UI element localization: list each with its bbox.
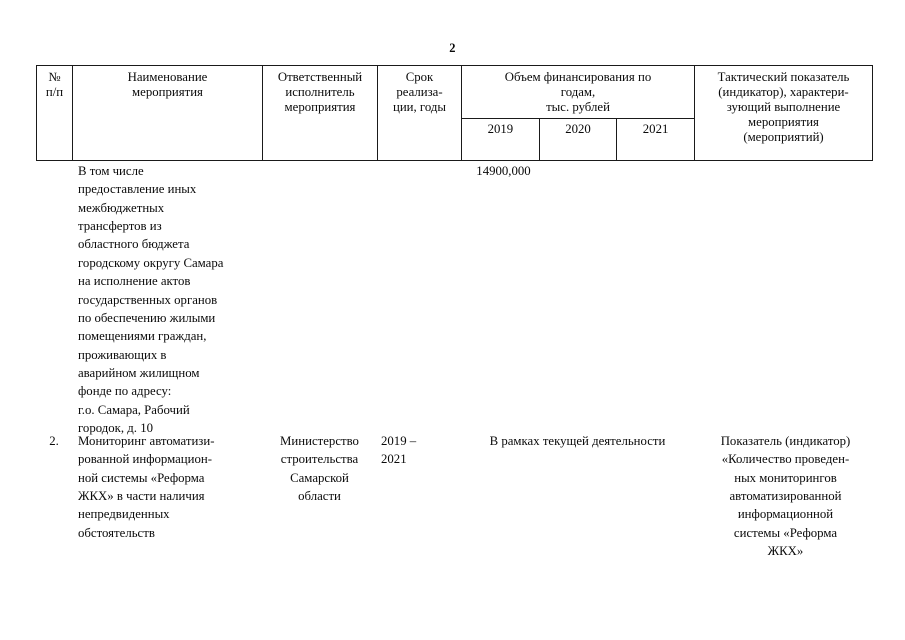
row-2-indicator-line-2: «Количество проведен-	[721, 452, 850, 467]
header-indicator-line-5: (мероприятий)	[743, 130, 824, 145]
header-executor-line-1: Ответственный	[277, 70, 363, 84]
header-number-line-2: п/п	[45, 85, 64, 100]
header-term-line-3: ции, годы	[392, 100, 446, 115]
header-financing-title: Объем финансирования по годам, тыс. рубл…	[462, 66, 694, 120]
row-1-name-line-3: межбюджетных	[78, 200, 165, 215]
header-number-line-1: №	[48, 70, 61, 84]
row-2-name-line-4: ЖКХ» в части наличия	[78, 489, 205, 504]
header-year-2020: 2020	[538, 118, 618, 161]
row-1-name-line-7: на исполнение актов	[78, 274, 191, 289]
row-2-executor-line-2: строительства	[280, 452, 359, 467]
row-2-indicator-line-4: автоматизированной	[729, 489, 842, 504]
row-1-name-line-13: фонде по адресу:	[78, 384, 172, 399]
table-header-grid: № п/п Наименование мероприятия Ответстве…	[36, 64, 873, 162]
row-2-number: 2.	[49, 434, 59, 448]
header-cell-term: Срок реализа- ции, годы	[377, 64, 462, 162]
row-1-name-line-2: предоставление иных	[78, 182, 197, 197]
header-indicator-line-3: зующий выполнение	[726, 100, 841, 115]
row-2-term-line-2: 2021	[381, 452, 407, 467]
header-name-line-2: мероприятия	[132, 85, 203, 100]
table-row: 2. Мониторинг автоматизи- рованной инфор…	[0, 426, 905, 596]
row-1-name-line-8: государственных органов	[78, 292, 218, 307]
header-indicator-line-1: Тактический показатель	[717, 70, 850, 84]
header-indicator-line-2: (индикатор), характери-	[718, 85, 849, 100]
row-2-name-line-3: ной системы «Реформа	[78, 470, 205, 485]
row-1-name-line-9: по обеспечению жилыми	[78, 310, 216, 325]
header-term-line-1: Срок	[405, 70, 434, 84]
row-2-indicator: Показатель (индикатор) «Количество прове…	[699, 432, 872, 561]
header-financing-line-1: Объем финансирования по	[504, 70, 652, 84]
row-2-name-line-5: непредвиденных	[78, 507, 170, 522]
row-1-name-line-15: городок, д. 10	[78, 421, 153, 436]
row-2-term: 2019 – 2021	[381, 432, 457, 469]
financing-subtable: Объем финансирования по годам, тыс. рубл…	[462, 66, 694, 161]
table-row: В том числе предоставление иных межбюдже…	[0, 158, 905, 435]
row-2-name-line-2: рованной информацион-	[78, 452, 212, 467]
row-2-indicator-line-6: системы «Реформа	[733, 525, 838, 540]
header-cell-number: № п/п	[36, 64, 73, 162]
row-2-indicator-line-7: ЖКХ»	[767, 544, 804, 559]
header-financing-line-2: годам,	[560, 85, 596, 100]
row-1-name-line-14: г.о. Самара, Рабочий	[78, 402, 190, 417]
row-2-name-line-6: обстоятельств	[78, 525, 155, 540]
row-1-name-line-10: помещениями граждан,	[78, 329, 207, 344]
header-executor-line-3: мероприятия	[284, 100, 356, 115]
table-body: В том числе предоставление иных межбюдже…	[0, 158, 905, 596]
row-2-financing-note: В рамках текущей деятельности	[489, 434, 666, 448]
header-cell-indicator: Тактический показатель (индикатор), хара…	[694, 64, 873, 162]
row-1-name-line-5: областного бюджета	[78, 237, 190, 252]
row-2-executor: Министерство строительства Самарской обл…	[263, 432, 376, 505]
row-1-name-line-6: городскому округу Самара	[78, 255, 224, 270]
header-financing-line-3: тыс. рублей	[546, 100, 610, 115]
row-2-indicator-line-3: ных мониторингов	[734, 470, 837, 485]
row-2-executor-line-1: Министерство	[280, 434, 359, 448]
row-1-name-line-1: В том числе	[78, 164, 144, 178]
row-1-name-line-12: аварийном жилищном	[78, 365, 200, 380]
header-year-2019: 2019	[462, 118, 540, 161]
row-2-term-line-1: 2019 –	[381, 434, 417, 448]
row-2-name-line-1: Мониторинг автоматизи-	[78, 434, 215, 448]
row-2-executor-line-4: области	[298, 489, 341, 504]
row-2-name: Мониторинг автоматизи- рованной информац…	[78, 432, 260, 542]
row-1-financing-2019: 14900,000	[476, 164, 531, 178]
row-2-executor-line-3: Самарской	[290, 470, 349, 485]
header-indicator-line-4: мероприятия	[748, 115, 819, 130]
header-executor-line-2: исполнитель	[285, 85, 355, 100]
row-1-name: В том числе предоставление иных межбюдже…	[78, 162, 260, 437]
document-table: № п/п Наименование мероприятия Ответстве…	[36, 64, 873, 162]
row-2-indicator-line-1: Показатель (индикатор)	[720, 434, 851, 448]
row-2-indicator-line-5: информационной	[737, 507, 834, 522]
page-number: 2	[449, 41, 456, 55]
row-1-name-line-11: проживающих в	[78, 347, 167, 362]
header-cell-executor: Ответственный исполнитель мероприятия	[262, 64, 378, 162]
row-1-name-line-4: трансфертов из	[78, 219, 162, 234]
header-year-2021: 2021	[616, 118, 694, 161]
header-term-line-2: реализа-	[396, 85, 443, 100]
header-cell-name: Наименование мероприятия	[72, 64, 263, 162]
header-name-line-1: Наименование	[127, 70, 208, 84]
header-cell-financing: Объем финансирования по годам, тыс. рубл…	[461, 64, 695, 162]
